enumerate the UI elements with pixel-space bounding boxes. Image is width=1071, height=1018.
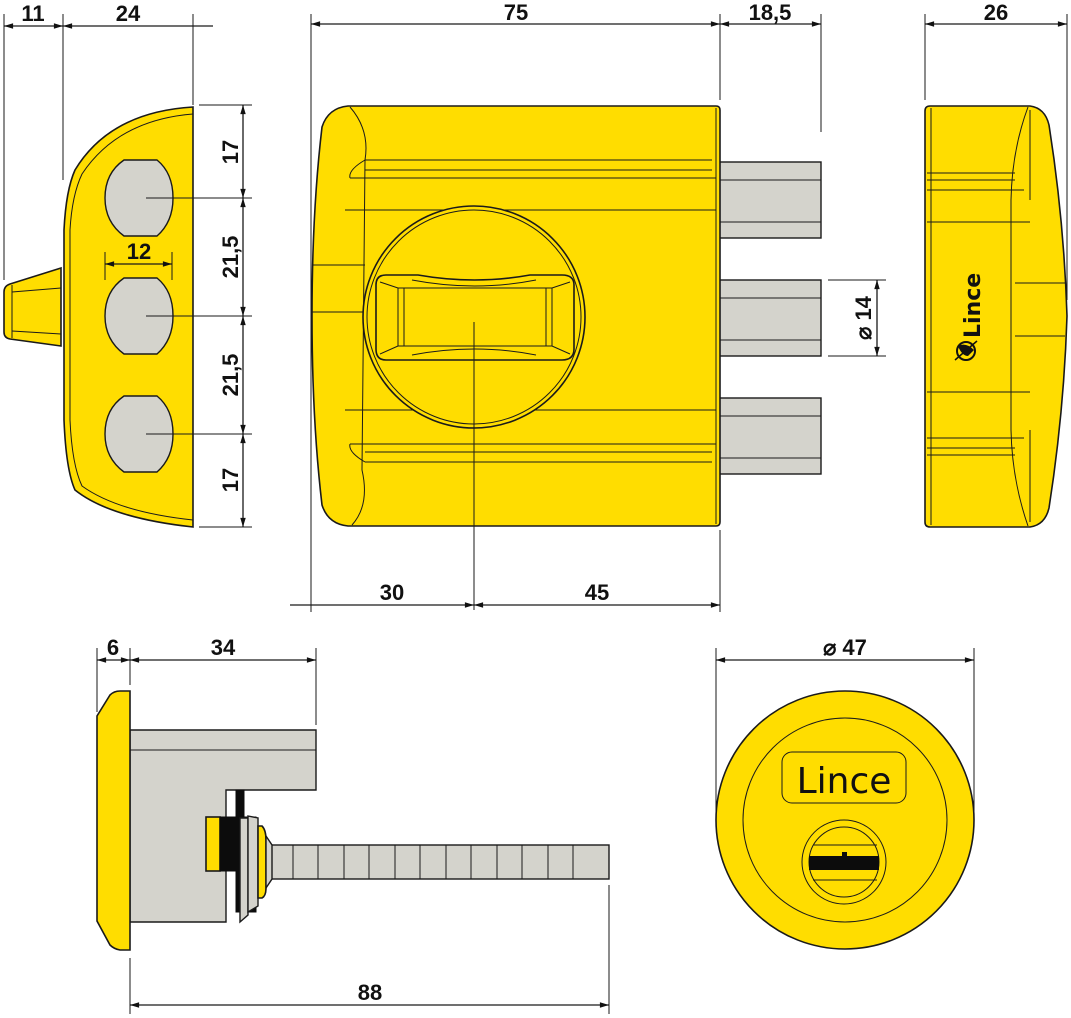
dim-body-depth-right: 26 <box>984 0 1008 25</box>
dim-knob-depth: 11 <box>21 1 44 26</box>
cylinder-rose-side <box>96 690 131 951</box>
lock-body-side-right <box>924 105 1068 528</box>
lynx-emblem-icon <box>954 340 978 361</box>
side-view-left: 11 24 12 17 21,5 21,5 17 <box>3 1 252 528</box>
cylinder-side-view: 6 34 88 <box>96 635 610 1014</box>
dim-bolt-spacing-bottom: 17 <box>218 468 243 492</box>
keyhole-icon <box>801 819 887 905</box>
tailpiece <box>263 844 610 880</box>
dim-backset-right: 45 <box>585 580 609 605</box>
nut <box>247 815 259 914</box>
side-view-right: Lince 26 <box>924 0 1068 528</box>
dim-bolt-spacing-top: 17 <box>218 140 243 164</box>
dim-bolt-throw: 18,5 <box>749 0 792 25</box>
bolt-middle <box>718 279 822 357</box>
brand-badge <box>781 751 907 804</box>
thumb-knob <box>3 266 62 347</box>
dim-bolt-spacing-2: 21,5 <box>218 354 243 397</box>
washer <box>239 817 249 924</box>
bolt-bottom <box>718 397 822 475</box>
dim-rose-thickness: 6 <box>107 635 119 660</box>
dim-cylinder-length: 34 <box>211 635 236 660</box>
brand-logo-side: Lince <box>961 273 986 338</box>
thumbturn-handle <box>375 274 575 361</box>
bolt-end-bottom <box>104 395 174 473</box>
dim-bolt-spacing-1: 21,5 <box>218 236 243 279</box>
brand-logo-front: Lince <box>797 761 892 802</box>
bolt-end-middle <box>104 277 174 355</box>
front-view: 75 18,5 ⌀ 14 30 45 <box>290 0 886 612</box>
dim-backset-left: 30 <box>380 580 404 605</box>
bolt-end-top <box>104 159 174 237</box>
dim-total-length: 88 <box>358 980 382 1005</box>
cylinder-front-view: Lince ⌀ 47 <box>715 635 975 950</box>
collar-yellow <box>257 825 267 899</box>
dim-body-depth-left: 24 <box>116 1 141 26</box>
bolt-top <box>718 161 822 239</box>
dim-bolt-width: 12 <box>127 239 151 264</box>
dim-bolt-diameter: ⌀ 14 <box>851 295 876 340</box>
cam-yellow <box>205 816 221 872</box>
dim-rose-diameter: ⌀ 47 <box>823 635 867 660</box>
dim-body-width: 75 <box>504 0 528 25</box>
